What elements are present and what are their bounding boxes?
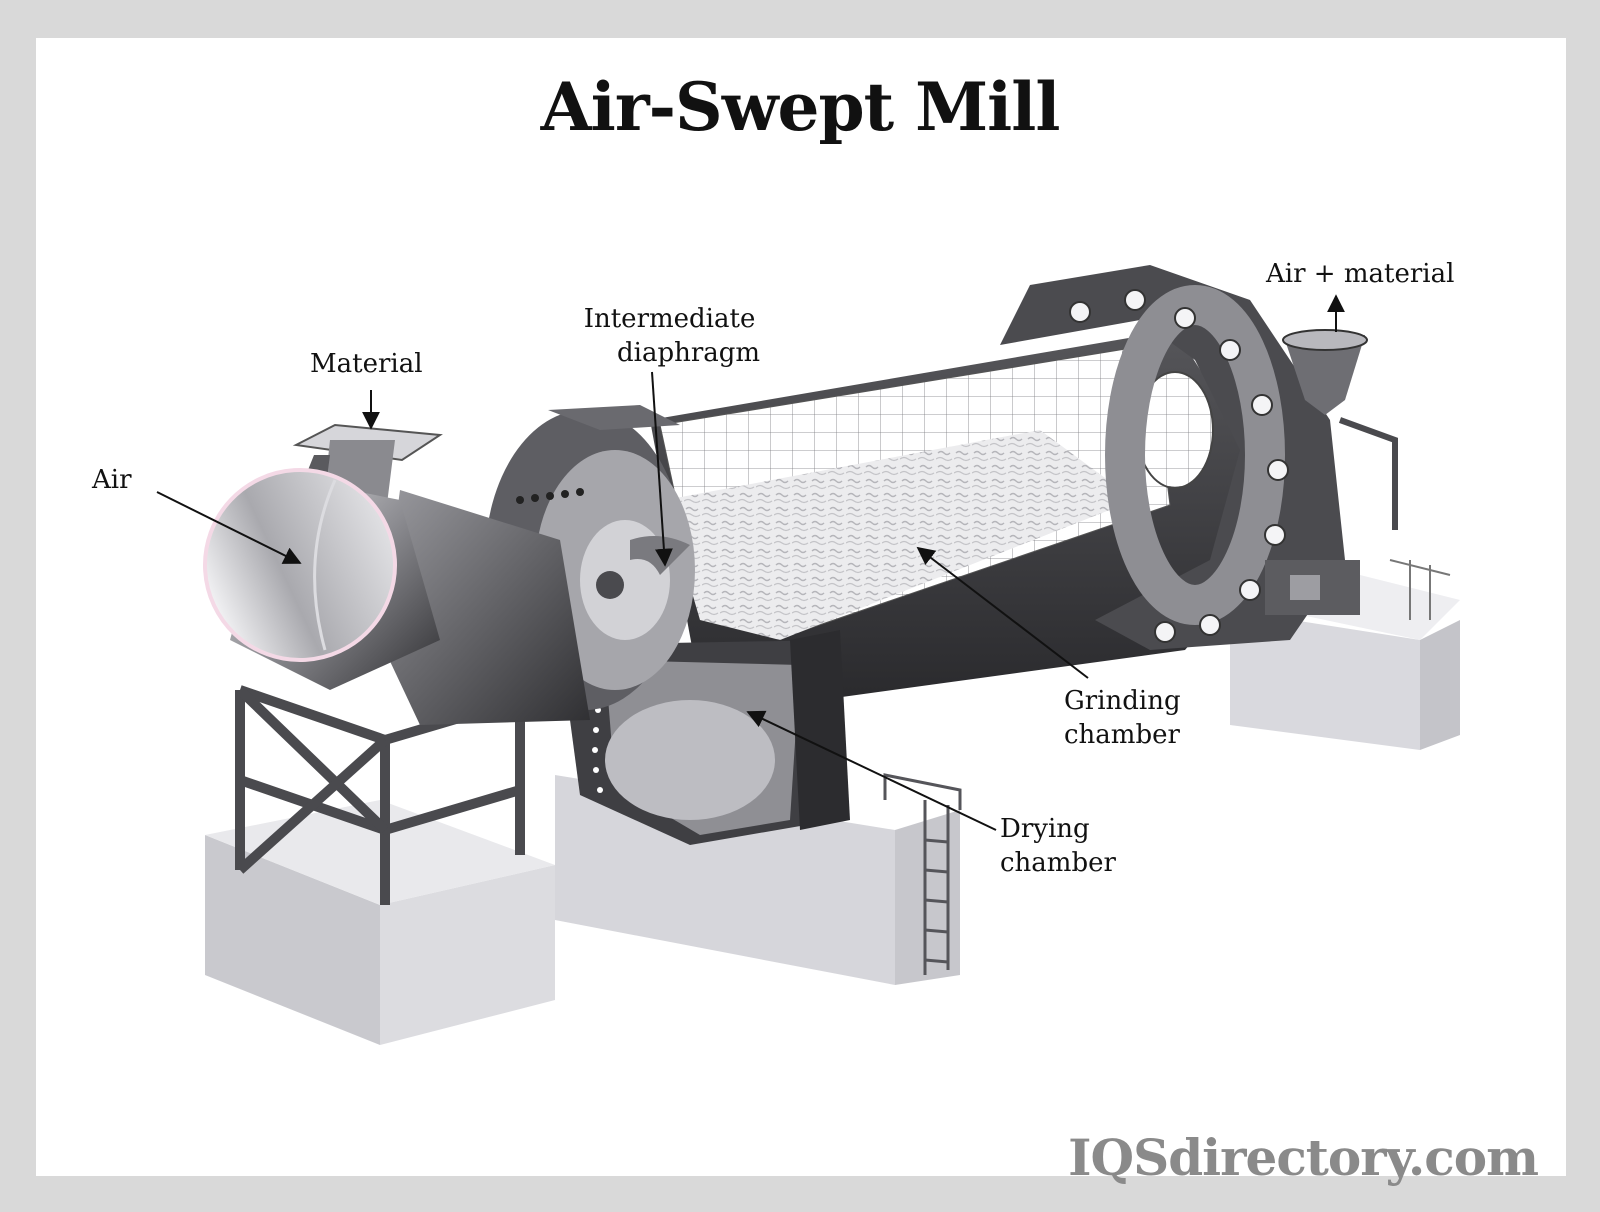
intermediate-diaphragm — [485, 405, 695, 710]
discharge-hopper — [1282, 329, 1398, 530]
air-inlet-pipe — [203, 468, 440, 690]
label-drying-chamber: Drying chamber — [1000, 814, 1116, 878]
diagram-title: Air-Swept Mill — [540, 68, 1061, 146]
foundations — [205, 570, 1460, 1045]
label-intermediate-diaphragm: Intermediate diaphragm — [583, 304, 761, 368]
discharge-end-flange — [1000, 265, 1345, 650]
drive-unit — [1265, 559, 1451, 620]
leader-arrows — [156, 294, 1345, 831]
arrow-grinding — [916, 546, 1089, 679]
label-material: Material — [310, 349, 423, 379]
label-grinding-chamber: Grinding chamber — [1064, 686, 1181, 750]
arrow-diaphragm — [651, 371, 673, 567]
access-ladder — [883, 773, 962, 975]
label-air-material: Air + material — [1266, 259, 1455, 289]
label-air: Air — [92, 465, 132, 495]
arrow-air — [156, 491, 302, 564]
inlet-sleeve — [380, 490, 590, 725]
watermark-logo: IQSdirectory.com — [1068, 1128, 1539, 1187]
arrow-drying — [746, 710, 997, 831]
